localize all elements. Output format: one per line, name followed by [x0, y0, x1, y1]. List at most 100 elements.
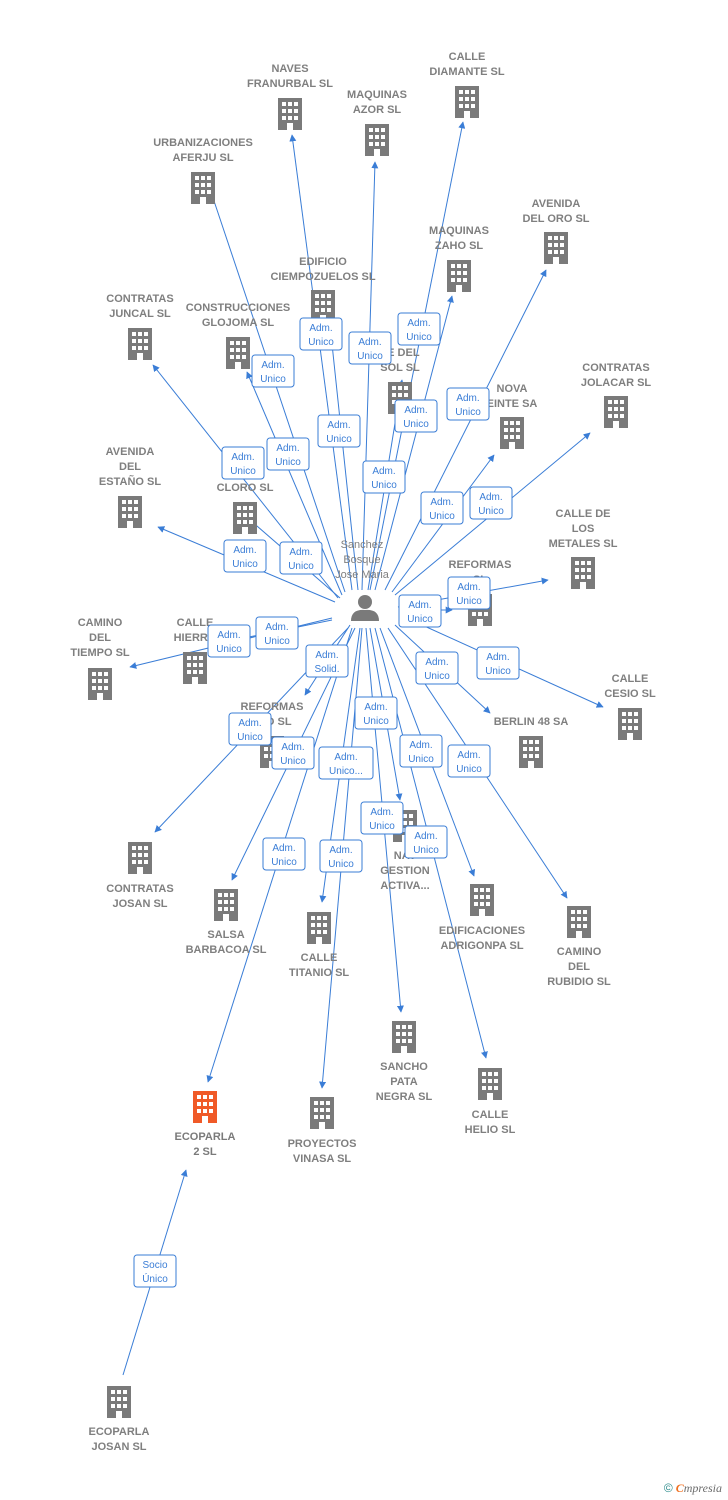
role-label[interactable]: Adm.Unico [348, 331, 392, 365]
role-text: Adm. [261, 360, 284, 371]
role-text: Unico [369, 821, 395, 832]
role-label[interactable]: Adm.Unico [262, 837, 306, 871]
role-label[interactable]: Adm.Unico [447, 744, 491, 778]
role-label[interactable]: Adm.Unico [447, 576, 491, 610]
role-text: Unico [403, 419, 429, 430]
role-label[interactable]: Adm.Unico [362, 460, 406, 494]
role-label[interactable]: Adm.Unico [221, 446, 265, 480]
role-text: Unico [308, 337, 334, 348]
company-node-berlin[interactable]: BERLIN 48 SA [494, 716, 569, 768]
role-box [266, 437, 310, 471]
role-label[interactable]: Adm.Unico [397, 312, 441, 346]
role-label[interactable]: Adm.Solid. [305, 644, 349, 678]
role-label[interactable]: Adm.Unico [404, 825, 448, 859]
role-label[interactable]: Adm.Unico [207, 624, 251, 658]
role-label[interactable]: Adm.Unico [415, 651, 459, 685]
role-text: Unico [407, 614, 433, 625]
role-text: Adm. [315, 650, 338, 661]
role-text: Adm. [370, 807, 393, 818]
building-icon [392, 1021, 416, 1053]
company-label: CONTRATAS [106, 293, 173, 305]
role-label[interactable]: Adm.Unico [446, 387, 490, 421]
role-label[interactable]: Adm.Unico [279, 541, 323, 575]
role-label[interactable]: Adm.Unico [271, 736, 315, 770]
role-label[interactable]: Adm.Unico [399, 734, 443, 768]
building-icon [447, 260, 471, 292]
role-box [279, 541, 323, 575]
role-text: Adm. [425, 657, 448, 668]
role-label[interactable]: Adm.Unico [317, 414, 361, 448]
role-text: Adm. [334, 752, 357, 763]
company-label: GLOJOMA SL [202, 317, 275, 329]
role-label[interactable]: Adm.Unico [398, 594, 442, 628]
company-node-cloro[interactable]: CLORO SL [217, 482, 274, 534]
role-text: Unico [363, 716, 389, 727]
role-box [360, 801, 404, 835]
company-label: CALLE [472, 1109, 509, 1121]
brand-footer[interactable]: © Cmpresia [664, 1481, 722, 1496]
role-label[interactable]: Adm.Unico [228, 712, 272, 746]
building-icon [571, 557, 595, 589]
role-label[interactable]: Adm.Unico [223, 539, 267, 573]
role-label[interactable]: Adm.Unico [476, 646, 520, 680]
role-text: Unico [264, 636, 290, 647]
brand-name: mpresia [683, 1481, 722, 1495]
role-label[interactable]: Adm.Unico [255, 616, 299, 650]
building-icon [311, 290, 335, 322]
role-label[interactable]: Adm.Unico [251, 354, 295, 388]
company-label: AVENIDA [532, 198, 581, 210]
role-label[interactable]: Adm.Unico... [318, 746, 374, 780]
company-label: DIAMANTE SL [429, 66, 504, 78]
company-label: DEL [89, 632, 111, 644]
role-text: Adm. [327, 420, 350, 431]
role-label[interactable]: Adm.Unico [469, 486, 513, 520]
building-icon [107, 1386, 131, 1418]
role-label[interactable]: Adm.Unico [266, 437, 310, 471]
role-box [221, 446, 265, 480]
role-label[interactable]: Adm. Unico [360, 801, 404, 835]
role-box [404, 825, 448, 859]
role-label[interactable]: Adm.Unico [299, 317, 343, 351]
role-label[interactable]: Adm.Unico [394, 399, 438, 433]
role-label[interactable]: Adm.Unico [420, 491, 464, 525]
company-label: MAQUINAS [429, 225, 489, 237]
role-label[interactable]: Adm.Unico [319, 839, 363, 873]
role-box [299, 317, 343, 351]
role-text: Único [142, 1272, 168, 1285]
role-text: Adm. [358, 337, 381, 348]
role-text: Adm. [238, 718, 261, 729]
building-icon [118, 496, 142, 528]
company-label: BARBACOA SL [186, 944, 267, 956]
role-label[interactable]: Adm.Unico [354, 696, 398, 730]
role-box [397, 312, 441, 346]
